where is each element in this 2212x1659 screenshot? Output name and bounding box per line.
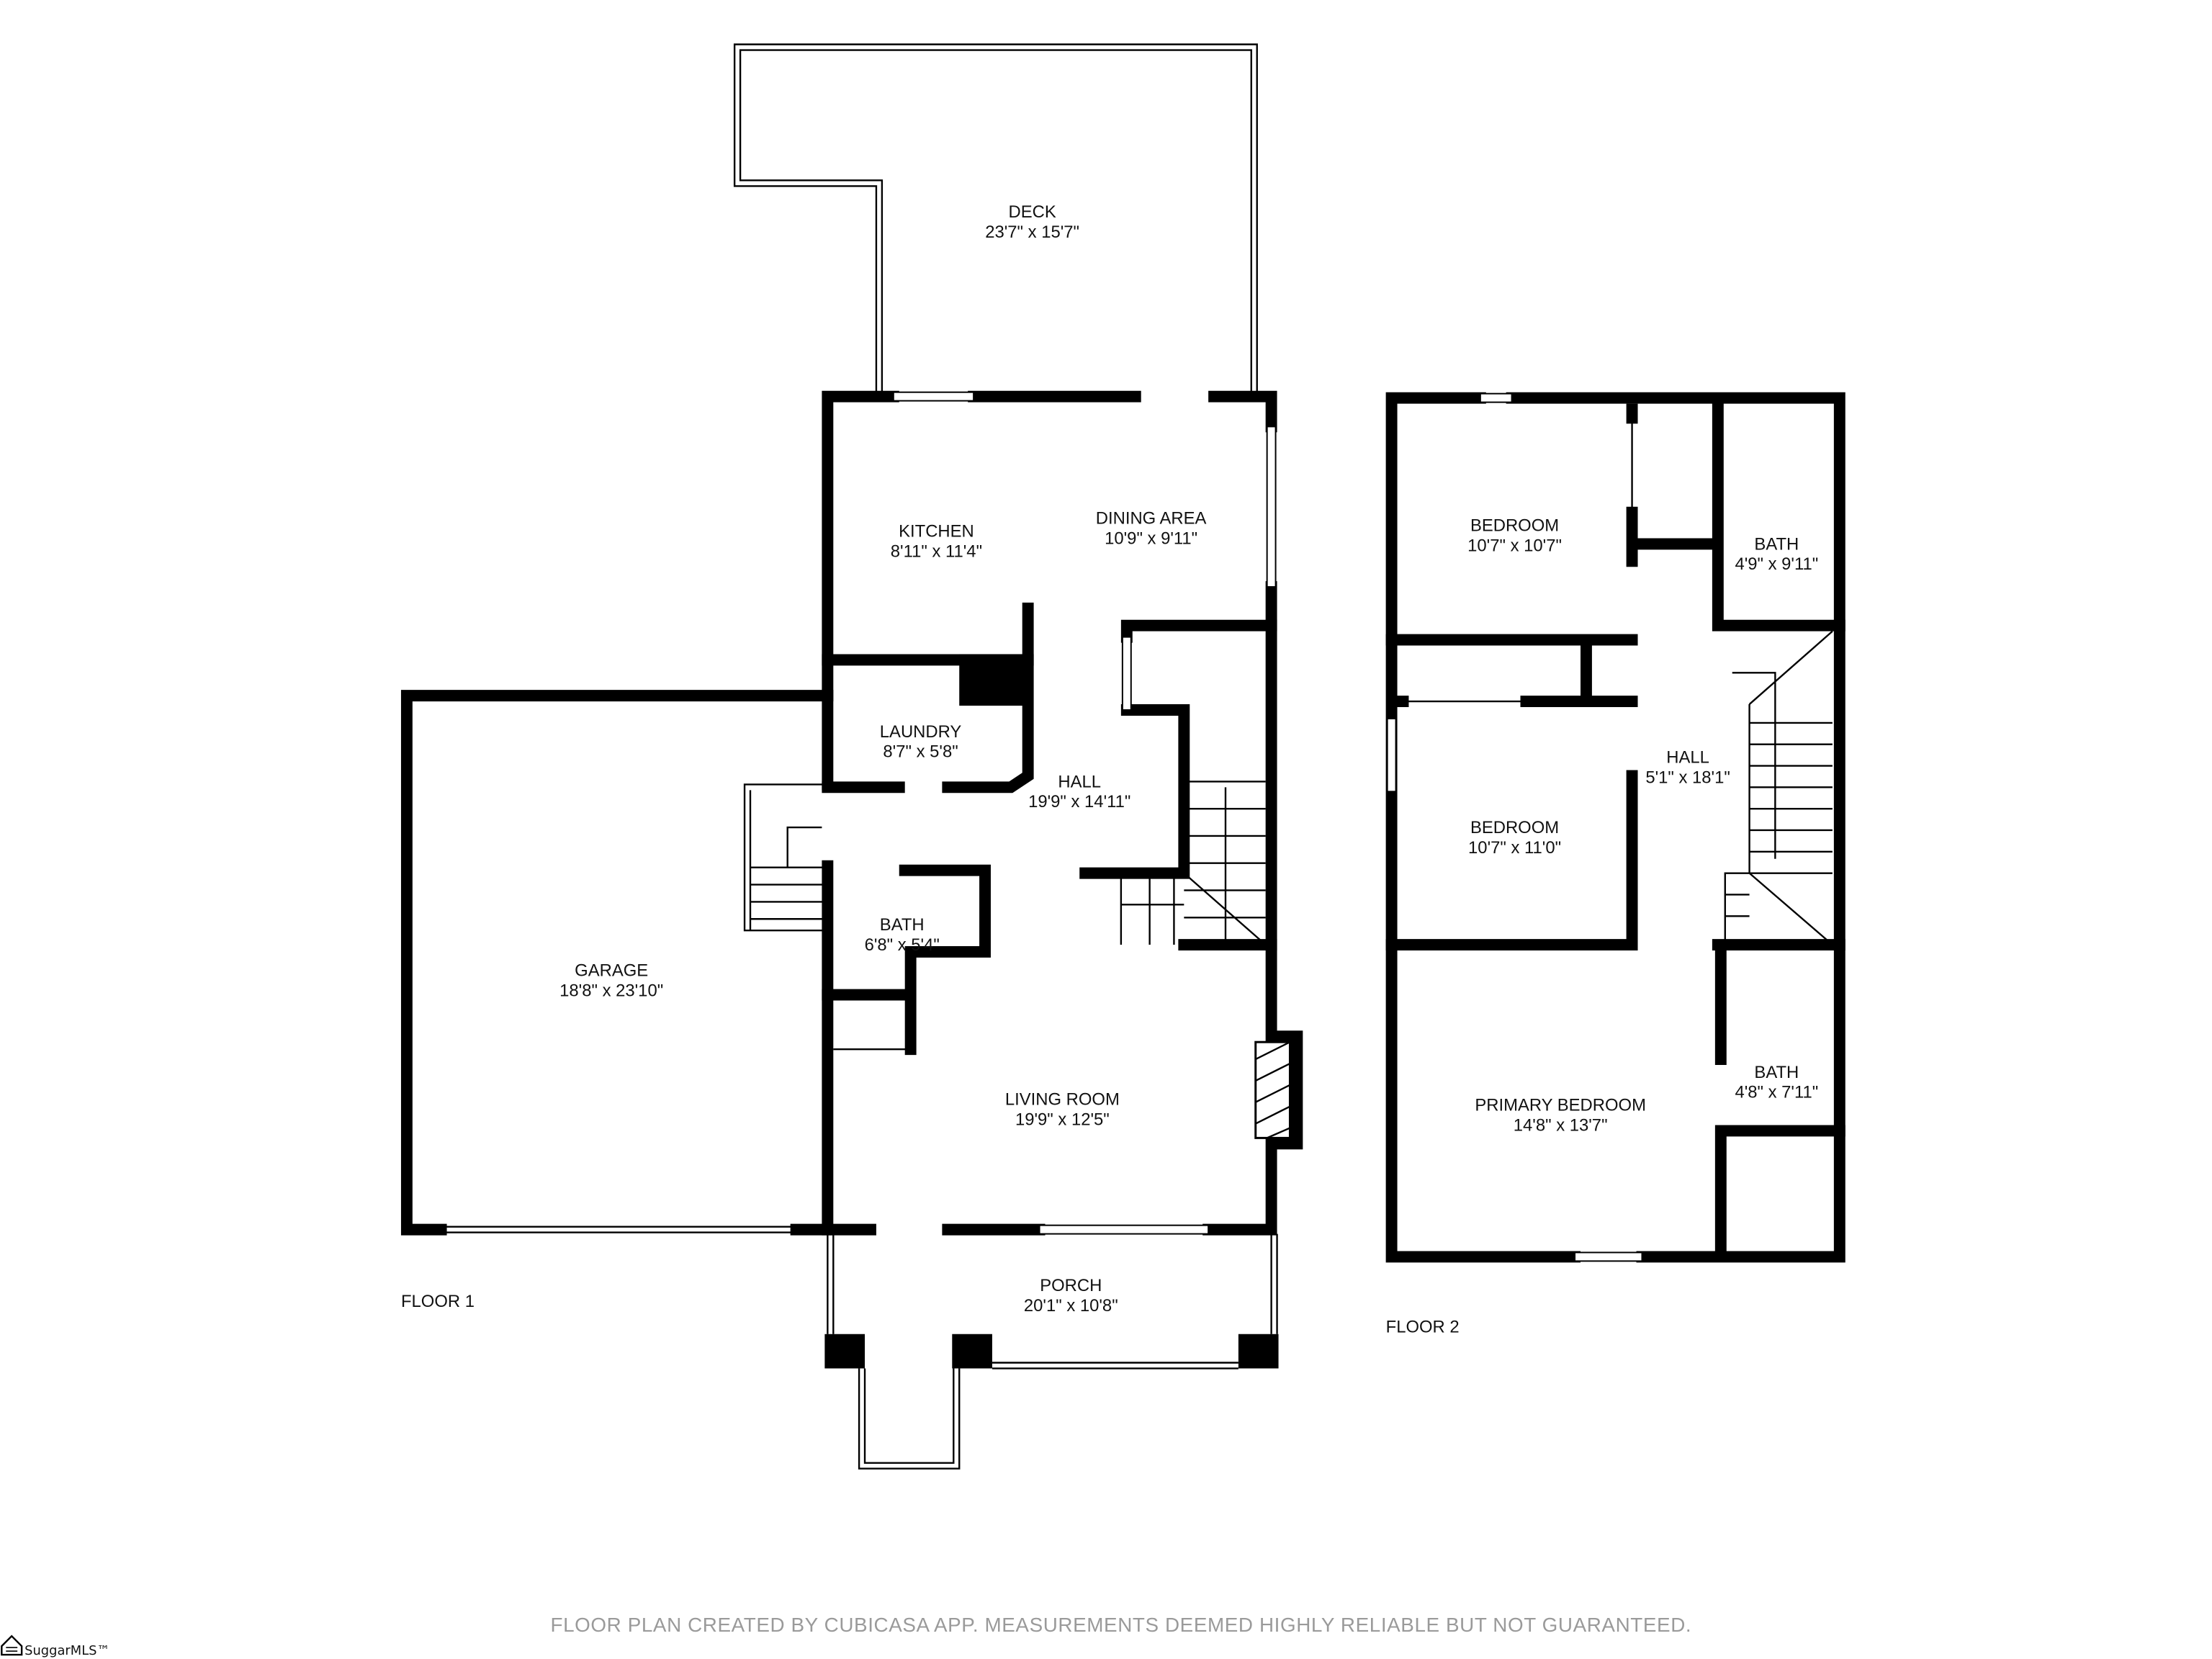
room-labels-floor-1: DECK 23'7" x 15'7" KITCHEN 8'11" x 11'4"…: [559, 202, 1206, 1316]
window: [1479, 392, 1513, 403]
floor-1-plan: DECK 23'7" x 15'7" KITCHEN 8'11" x 11'4"…: [400, 43, 1303, 1470]
stairs-floor-1: [1120, 781, 1267, 945]
window: [1038, 1224, 1210, 1235]
floor-2-outer-walls: [1385, 392, 1845, 1263]
room-size: 23'7" x 15'7": [985, 222, 1079, 242]
room-name: BEDROOM: [1470, 516, 1559, 536]
floor-2-plan: BEDROOM 10'7" x 10'7" BATH 4'9" x 9'11" …: [1385, 392, 1845, 1337]
room-name: DECK: [1008, 202, 1056, 222]
garage-walls: [400, 690, 834, 1236]
porch-pillar: [824, 1334, 866, 1369]
room-size: 8'11" x 11'4": [891, 541, 982, 561]
house-walls: [790, 390, 1277, 1236]
floor-2-label: FLOOR 2: [1386, 1318, 1460, 1337]
room-size: 10'7" x 10'7": [1467, 536, 1562, 555]
outside-stairs: [743, 783, 828, 932]
room-name: BEDROOM: [1470, 818, 1559, 837]
room-name: BATH: [880, 915, 925, 935]
floor-1-label: FLOOR 1: [401, 1292, 475, 1311]
disclaimer-footer: FLOOR PLAN CREATED BY CUBICASA APP. MEAS…: [551, 1614, 1692, 1636]
room-size: 10'7" x 11'0": [1468, 838, 1561, 858]
room-name: LAUNDRY: [880, 722, 962, 742]
fireplace: [1254, 1030, 1303, 1150]
room-name: PORCH: [1040, 1276, 1102, 1295]
window: [1266, 426, 1277, 588]
room-size: 20'1" x 10'8": [1024, 1296, 1118, 1316]
room-name: HALL: [1666, 748, 1709, 768]
room-size: 4'9" x 9'11": [1735, 554, 1818, 574]
room-name: PRIMARY BEDROOM: [1475, 1096, 1646, 1115]
window: [1574, 1251, 1643, 1262]
room-size: 5'1" x 18'1": [1645, 768, 1730, 787]
logo-text: SuggarMLS™: [24, 1643, 109, 1658]
stair-walls: [1079, 619, 1277, 879]
room-name: KITCHEN: [899, 521, 974, 541]
room-size: 19'9" x 14'11": [1028, 792, 1130, 811]
room-size: 4'8" x 7'11": [1735, 1083, 1818, 1102]
porch: [824, 1233, 1279, 1470]
window: [1121, 636, 1132, 711]
chimney-block: [959, 654, 1028, 706]
mls-logo: SuggarMLS™: [1, 1635, 109, 1658]
bath-walls: [822, 864, 991, 1056]
room-size: 6'8" x 5'4": [865, 935, 940, 955]
room-size: 10'9" x 9'11": [1105, 529, 1197, 548]
room-name: HALL: [1058, 772, 1101, 791]
floor-2-interior-walls: [1385, 397, 1845, 1257]
room-size: 19'9" x 12'5": [1015, 1110, 1110, 1130]
room-name: GARAGE: [575, 961, 648, 981]
room-name: BATH: [1754, 1063, 1799, 1082]
house-icon: [1, 1635, 23, 1656]
room-size: 18'8" x 23'10": [559, 981, 663, 1001]
porch-pillar: [1238, 1334, 1279, 1369]
room-name: DINING AREA: [1096, 509, 1207, 529]
stairs-floor-2: [1724, 630, 1833, 945]
window: [1386, 717, 1397, 793]
window: [892, 391, 975, 402]
deck-outline: [733, 43, 1258, 394]
room-name: LIVING ROOM: [1005, 1090, 1120, 1110]
room-size: 14'8" x 13'7": [1514, 1115, 1608, 1135]
room-name: BATH: [1754, 534, 1799, 554]
room-labels-floor-2: BEDROOM 10'7" x 10'7" BATH 4'9" x 9'11" …: [1467, 516, 1818, 1136]
room-size: 8'7" x 5'8": [883, 742, 958, 762]
porch-pillar: [952, 1334, 992, 1369]
